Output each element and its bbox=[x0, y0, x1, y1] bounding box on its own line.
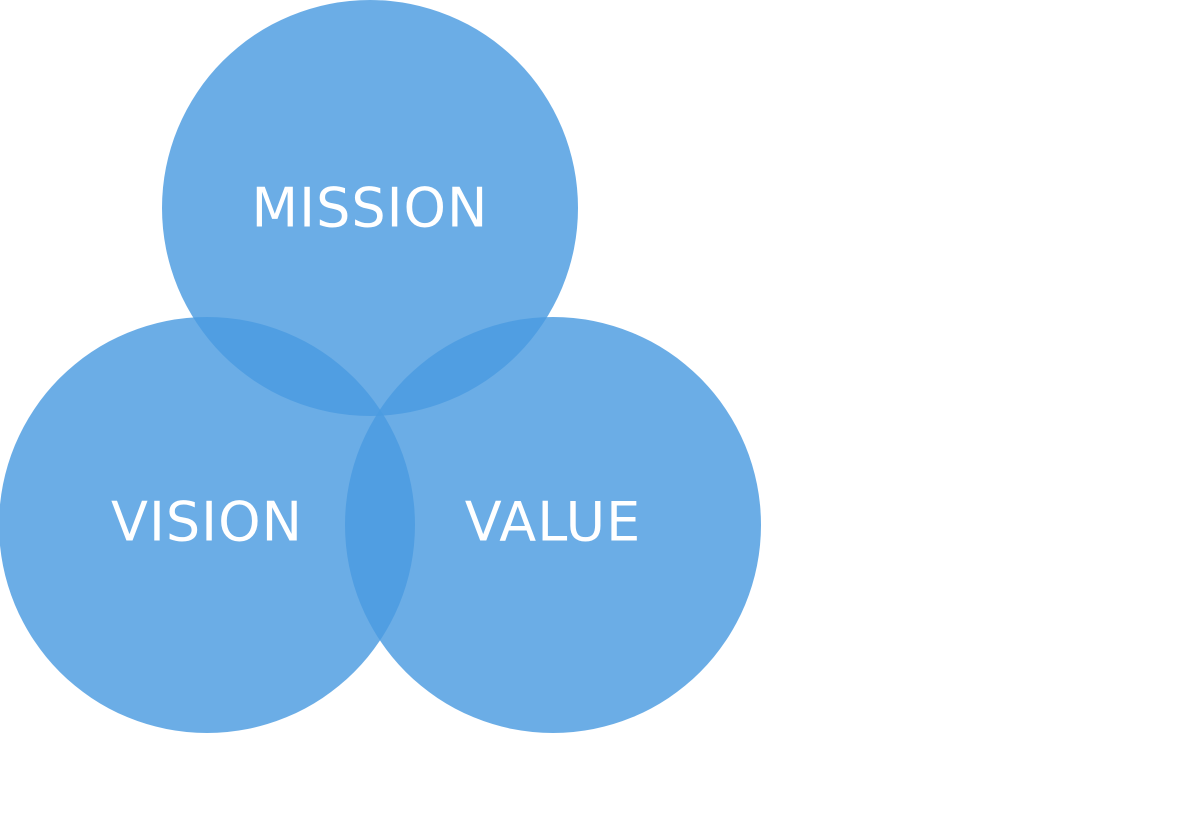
mission-label: MISSION bbox=[252, 177, 489, 240]
mission-circle bbox=[162, 0, 578, 416]
vision-label: VISION bbox=[111, 491, 303, 554]
value-label: VALUE bbox=[465, 491, 641, 554]
value-circle bbox=[345, 317, 761, 733]
labels-group: MISSION VISION VALUE bbox=[111, 177, 641, 554]
vision-circle bbox=[0, 317, 415, 733]
circles-group bbox=[0, 0, 761, 733]
